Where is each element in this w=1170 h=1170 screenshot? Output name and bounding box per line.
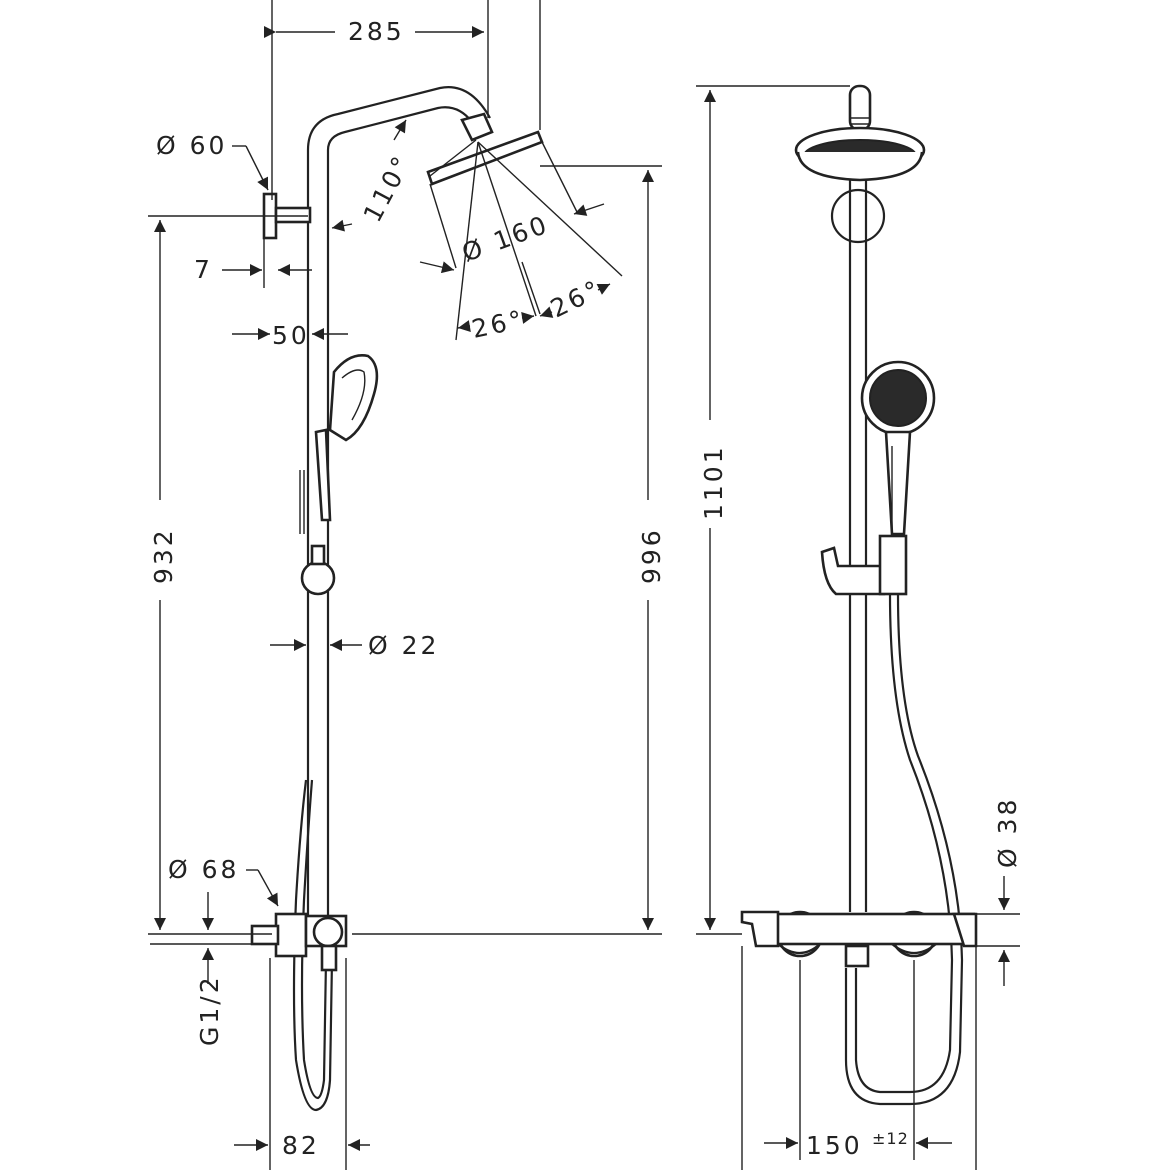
- dim-dia-38: Ø 38: [976, 797, 1022, 986]
- label-dia-68: Ø 68: [168, 855, 239, 884]
- label-1101: 1101: [699, 444, 728, 520]
- hose-front: [844, 593, 964, 1106]
- dim-dia-60: Ø 60: [156, 131, 269, 191]
- label-angle-26-right: 26°: [546, 274, 607, 323]
- dim-50: 50: [232, 321, 348, 350]
- front-view: 1101 Ø 38 150 ±12: [696, 84, 1022, 1170]
- dim-dia-68: Ø 68: [168, 855, 279, 907]
- dim-dia-22: Ø 22: [270, 631, 439, 660]
- dim-1101: 1101: [696, 85, 850, 935]
- riser-pipe-front: [848, 180, 868, 912]
- label-996: 996: [637, 527, 666, 584]
- hand-shower-side: [314, 354, 379, 522]
- label-angle-26-left: 26°: [469, 304, 527, 343]
- mixer-side: [250, 912, 348, 972]
- dim-82: 82: [234, 958, 370, 1170]
- dim-285: 285: [264, 0, 541, 200]
- label-tolerance-12: ±12: [872, 1129, 909, 1148]
- label-dia-60: Ø 60: [156, 131, 227, 160]
- dim-7: 7: [194, 238, 312, 288]
- overhead-arm: [306, 86, 491, 151]
- label-82: 82: [282, 1131, 320, 1160]
- dim-150: 150 ±12: [741, 946, 977, 1170]
- slider-front: [820, 534, 908, 596]
- label-150: 150: [806, 1131, 863, 1160]
- label-dia-38: Ø 38: [993, 797, 1022, 868]
- dim-angle-110: 110°: [331, 119, 418, 232]
- label-932: 932: [149, 527, 178, 584]
- label-dia-160: Ø 160: [458, 209, 553, 267]
- shower-head-connector: [848, 84, 872, 132]
- dim-932: 932: [148, 215, 308, 935]
- hose-side: [292, 470, 334, 1112]
- label-285: 285: [348, 17, 405, 46]
- overhead-shower-front: [794, 126, 926, 182]
- dim-996: 996: [352, 165, 666, 935]
- label-dia-22: Ø 22: [368, 631, 439, 660]
- riser-pipe: [306, 150, 330, 920]
- label-50: 50: [272, 321, 310, 350]
- label-7: 7: [194, 255, 213, 284]
- mixer-front: [740, 910, 978, 968]
- label-angle-110: 110°: [358, 149, 418, 226]
- slider-knob: [300, 544, 336, 596]
- wall-bracket-front: [830, 188, 886, 244]
- dim-thread-g12: G1/2: [150, 892, 252, 1046]
- overhead-shower-side: [426, 112, 544, 186]
- label-thread-g12: G1/2: [195, 974, 224, 1046]
- hand-shower-front: [860, 360, 936, 536]
- side-view: 285 Ø 60 110° Ø 160: [148, 0, 666, 1170]
